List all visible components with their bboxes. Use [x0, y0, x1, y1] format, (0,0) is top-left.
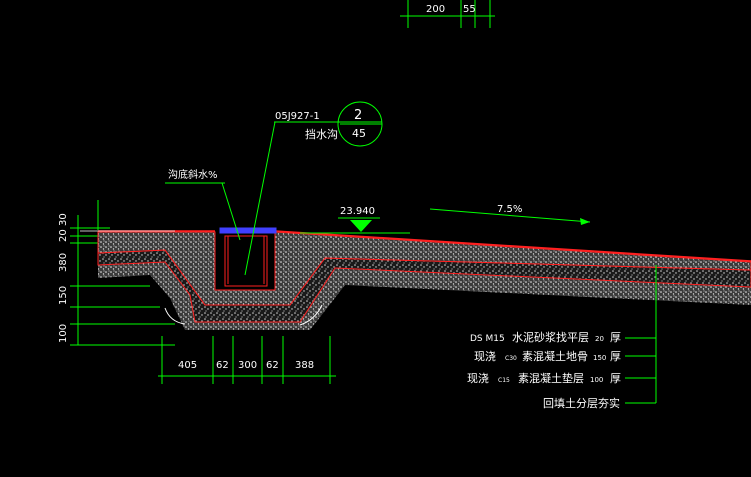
bottom-dim-62a: 62 — [216, 360, 229, 371]
left-dim-380: 380 — [58, 253, 69, 272]
layer-2-name: 素混凝土地骨 — [522, 349, 588, 363]
slope-label: 沟底斜水% — [168, 168, 218, 181]
grate-cover — [219, 227, 277, 234]
bottom-dim-388: 388 — [295, 360, 314, 371]
elevation-value: 23.940 — [340, 206, 375, 217]
gradient-marker: 7.5% — [429, 204, 591, 225]
ditch-name: 挡水沟 — [305, 127, 338, 141]
layer-2-grade: C30 — [505, 355, 517, 362]
bottom-dimension: 405 62 300 62 388 — [158, 336, 336, 384]
ref-code: 05J927-1 — [275, 111, 320, 122]
leader-line — [244, 121, 276, 276]
left-dim-20: 20 — [58, 229, 69, 242]
elevation-marker: 23.940 — [300, 206, 410, 234]
top-dim-200: 200 — [426, 4, 445, 15]
circle-number: 2 — [354, 108, 362, 123]
slope-callout: 沟底斜水% — [165, 168, 241, 241]
bottom-dim-300: 300 — [238, 360, 257, 371]
left-dimension: 30 20 380 150 100 — [58, 200, 175, 346]
callout: 05J927-1 2 45 挡水沟 — [244, 101, 383, 276]
layer-2-unit: 厚 — [610, 350, 621, 363]
circle-page: 45 — [352, 127, 366, 140]
layer-3-thick: 100 — [590, 376, 603, 384]
ground-layers — [80, 227, 751, 330]
top-dimension: 200 55 — [400, 0, 495, 28]
layer-3-grade: C15 — [498, 377, 510, 384]
elevation-triangle — [350, 220, 372, 232]
left-dim-30: 30 — [58, 213, 69, 226]
layer-3-prefix: 现浇 — [467, 372, 489, 385]
layer-2-thick: 150 — [593, 354, 606, 362]
layer-3-unit: 厚 — [610, 372, 621, 385]
top-dim-55: 55 — [463, 4, 476, 15]
layer-1-unit: 厚 — [610, 331, 621, 344]
bottom-dim-62b: 62 — [266, 360, 279, 371]
layer-1-prefix: DS M15 — [470, 334, 505, 344]
layer-2-prefix: 现浇 — [474, 350, 496, 363]
layer-3-name: 素混凝土垫层 — [518, 371, 584, 385]
layer-4-name: 回填土分层夯实 — [543, 396, 620, 410]
layer-1-name: 水泥砂浆找平层 — [512, 330, 589, 344]
left-dim-100: 100 — [58, 324, 69, 343]
gradient-value: 7.5% — [497, 204, 522, 215]
layer-legend: DS M15 水泥砂浆找平层 20 厚 现浇 C30 素混凝土地骨 150 厚 … — [467, 265, 657, 410]
layer-1-thick: 20 — [595, 335, 604, 343]
left-dim-150: 150 — [58, 286, 69, 305]
bottom-dim-405: 405 — [178, 360, 197, 371]
